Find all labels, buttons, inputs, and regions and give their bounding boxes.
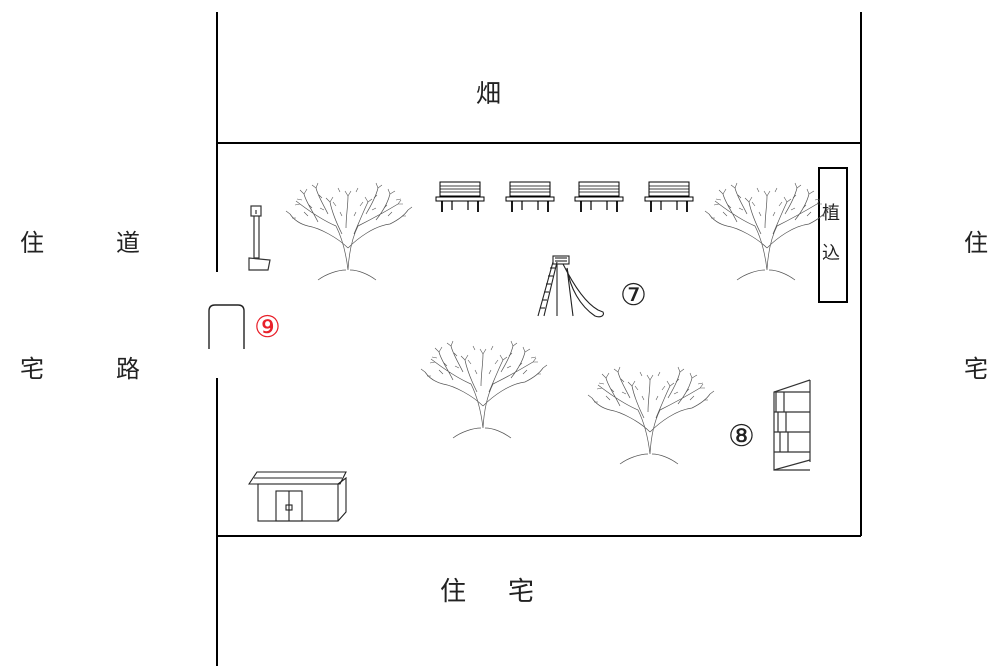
housing-right-char-2: 宅: [964, 355, 988, 383]
tree-icon: [285, 182, 413, 281]
storage-shed-icon: [247, 471, 347, 522]
bench-icon: [435, 181, 485, 213]
entrance-marker: ⑨: [254, 310, 281, 345]
housing-bottom-char-1: 住: [440, 577, 466, 607]
road-label-char-2: 路: [116, 355, 140, 383]
tree-icon: [587, 366, 715, 465]
housing-left-char-1: 住: [20, 229, 44, 257]
climbing-frame-icon: [773, 379, 811, 471]
bench-icon: [574, 181, 624, 213]
gate-icon: [208, 304, 245, 349]
housing-bottom-char-2: 宅: [508, 577, 534, 607]
housing-left-char-2: 宅: [20, 355, 44, 383]
bench-icon: [644, 181, 694, 213]
planting-label-char-2: 込: [822, 243, 840, 264]
tree-icon: [420, 340, 548, 439]
field-label: 畑: [476, 79, 501, 108]
boundary-lines: [216, 12, 862, 666]
climbing-frame-marker: ⑧: [728, 419, 755, 454]
street-light-icon: [248, 205, 271, 271]
bench-icon: [505, 181, 555, 213]
road-label-char-1: 道: [116, 229, 140, 257]
housing-right-char-1: 住: [964, 229, 988, 257]
slide-icon: [537, 255, 604, 318]
tree-icon: [704, 182, 832, 281]
planting-area: 植 込: [818, 167, 848, 303]
slide-marker: ⑦: [620, 278, 647, 313]
planting-label-char-1: 植: [822, 203, 840, 224]
